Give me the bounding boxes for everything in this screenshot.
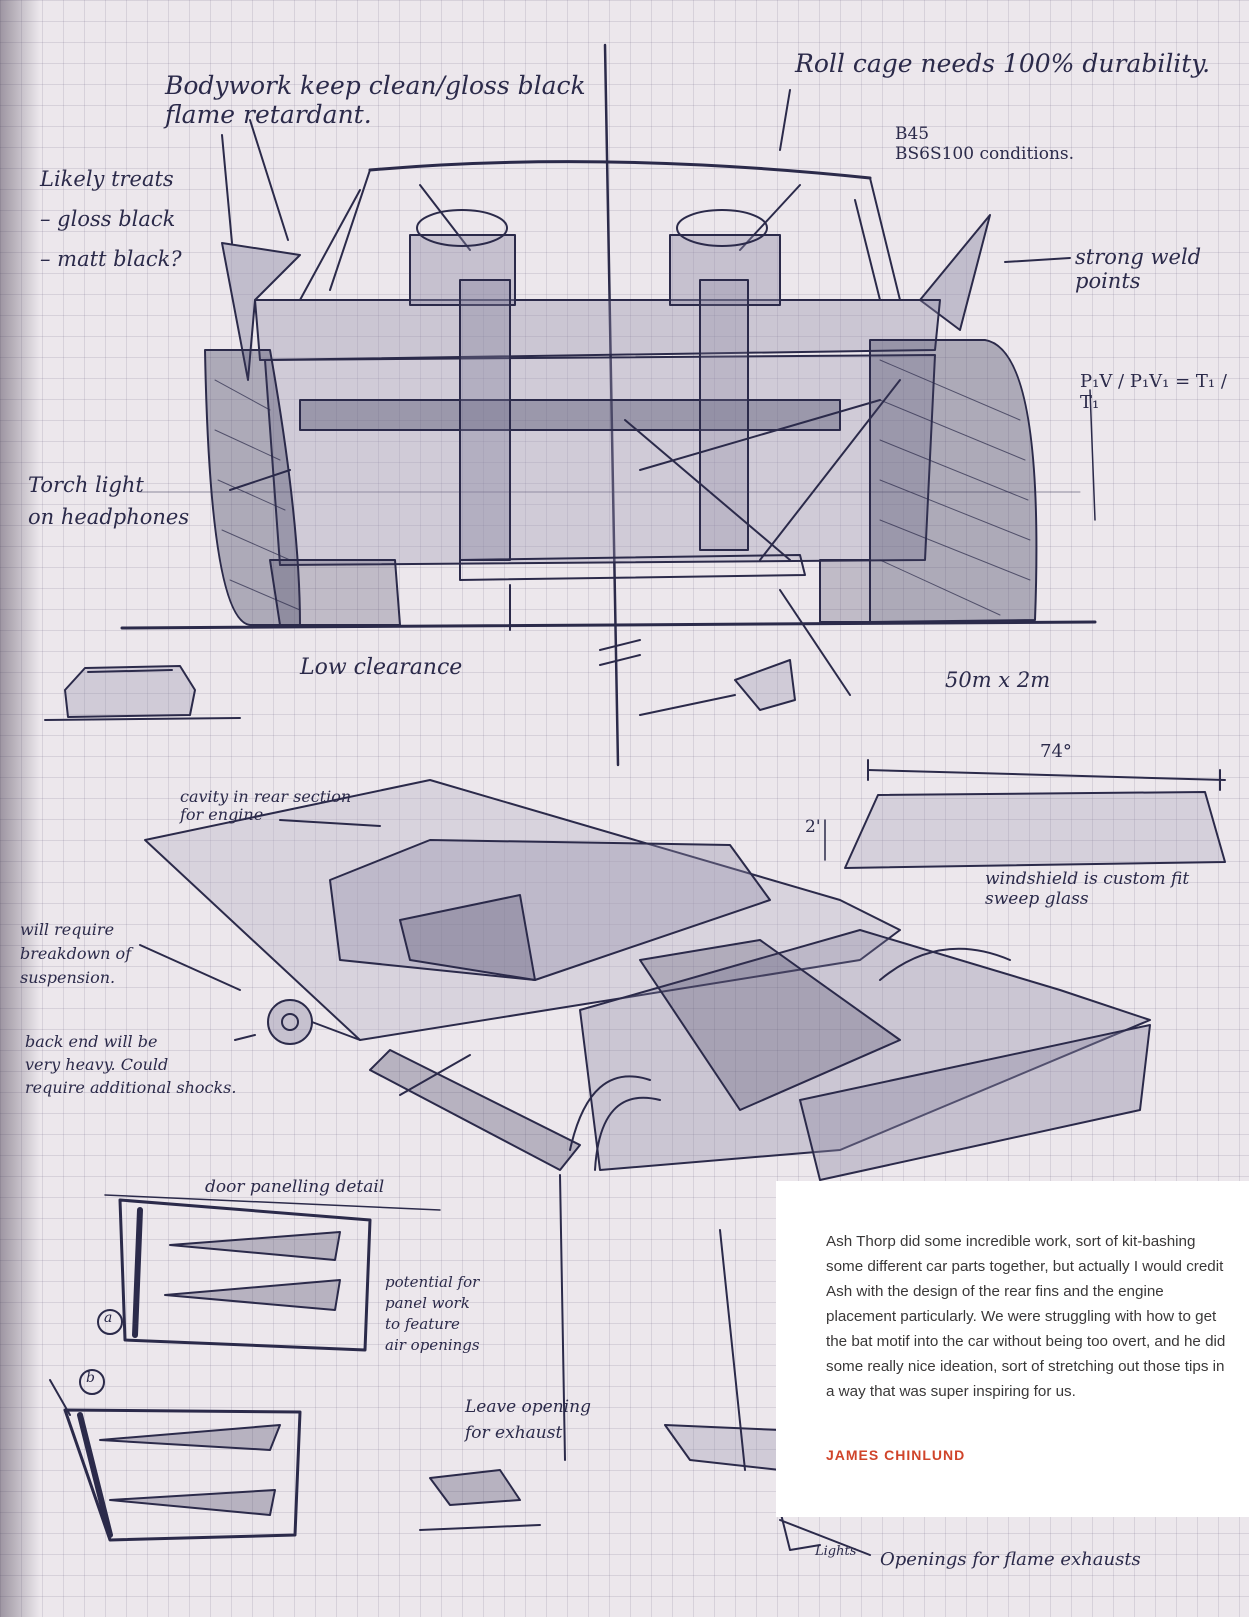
rear-detail-sketch — [664, 1229, 871, 1556]
note-lights: Lights — [815, 1544, 857, 1559]
rear-view-sketch — [120, 43, 1097, 767]
label-a: a — [104, 1310, 113, 1326]
small-car-thumbnail — [44, 665, 241, 721]
note-equation: P₁V / P₁V₁ = T₁ / T₁ — [1080, 371, 1227, 413]
note-likely-treats: Likely treats – gloss black – matt black… — [40, 167, 182, 271]
note-angle: 74° — [1040, 741, 1072, 762]
note-cavity: cavity in rear section for engine — [180, 787, 352, 825]
note-tube-size: 50m x 2m — [945, 668, 1051, 692]
caption-box: Ash Thorp did some incredible work, sort… — [776, 1181, 1249, 1517]
caption-author: JAMES CHINLUND — [826, 1447, 966, 1463]
note-height: 2' — [805, 817, 821, 837]
note-leave-opening: Leave opening for exhaust — [465, 1397, 591, 1443]
note-roll-cage: Roll cage needs 100% durability. — [795, 49, 1211, 78]
note-back-end: back end will be very heavy. Could requi… — [25, 1032, 237, 1098]
note-openings-flame: Openings for flame exhausts — [880, 1549, 1141, 1570]
book-spine-shadow — [0, 0, 40, 1617]
note-door-panelling: door panelling detail — [205, 1177, 385, 1197]
door-panel-detail-b — [49, 1369, 302, 1542]
label-b: b — [86, 1370, 95, 1386]
windshield-sketch — [824, 759, 1226, 869]
door-panel-detail-a — [97, 1194, 441, 1352]
three-quarter-view-sketch — [139, 779, 1151, 1181]
note-bs-conditions: B45 BS6S100 conditions. — [895, 124, 1075, 164]
note-will-require: will require breakdown of suspension. — [20, 920, 132, 987]
caption-quote: Ash Thorp did some incredible work, sort… — [826, 1233, 1226, 1400]
note-strong-weld: strong weld points — [1075, 245, 1202, 294]
note-low-clearance: Low clearance — [300, 655, 463, 680]
note-windshield: windshield is custom fit sweep glass — [985, 869, 1190, 909]
note-potential: potential for panel work to feature air … — [385, 1273, 480, 1354]
note-torch-light: Torch light on headphones — [28, 473, 190, 529]
note-bodywork: Bodywork keep clean/gloss black flame re… — [165, 71, 586, 129]
exhaust-part-sketch — [639, 659, 796, 716]
exhaust-opening-sketch — [419, 1174, 566, 1531]
